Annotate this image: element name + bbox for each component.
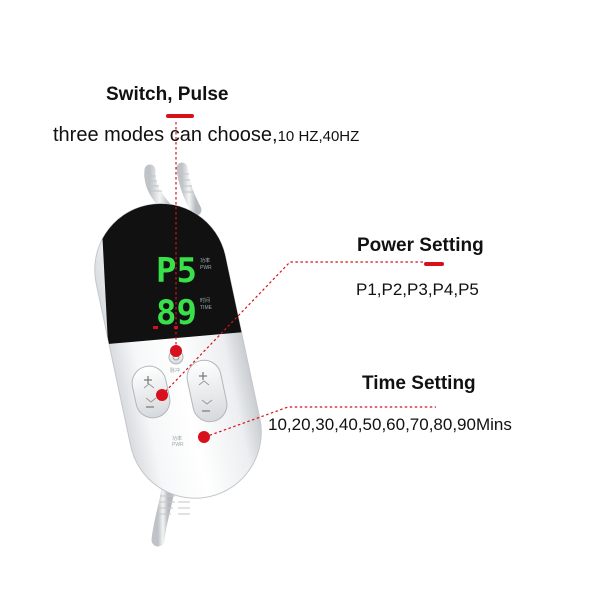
switch-title-underline (166, 114, 194, 118)
indicator-led-left (153, 326, 158, 329)
power-callout-dot (156, 389, 168, 401)
power-label-cn: 功率 (200, 257, 210, 264)
switch-pulse-title: Switch, Pulse (106, 84, 229, 105)
power-callout-line (161, 261, 424, 396)
controller-buttons: 脉冲 功率 PWR (129, 349, 230, 448)
power-label-en: PWR (200, 265, 212, 271)
pwr-label-cn: 功率 (172, 435, 182, 442)
power-title-underline (424, 262, 444, 266)
plus-icon-left (144, 376, 152, 384)
pulse-label-cn: 脉冲 (170, 367, 180, 374)
switch-pulse-desc-freq: 10 HZ,40HZ (277, 128, 360, 145)
switch-callout-dot (170, 345, 182, 357)
chevron-up-icon-right (198, 380, 210, 386)
time-setting-title: Time Setting (362, 373, 476, 394)
power-setting-desc: P1,P2,P3,P4,P5 (356, 280, 479, 299)
power-setting-title: Power Setting (357, 235, 484, 256)
pwr-label-en: PWR (172, 442, 184, 448)
chevron-up-icon-left (143, 383, 155, 389)
time-setting-desc: 10,20,30,40,50,60,70,80,90Mins (268, 415, 512, 434)
plus-icon-right (199, 372, 207, 380)
time-label-en: TIME (200, 305, 213, 311)
callout-lines (161, 122, 436, 438)
chevron-down-icon-right (201, 399, 213, 405)
switch-pulse-desc: three modes can choose,10 HZ,40HZ (53, 124, 359, 147)
time-rocker-left[interactable] (129, 363, 173, 421)
switch-pulse-desc-main: three modes can choose, (53, 124, 278, 146)
time-callout-dot (198, 431, 210, 443)
chevron-down-icon-left (145, 397, 157, 403)
time-callout-line (204, 406, 436, 438)
time-label-cn: 时间 (200, 297, 210, 304)
power-rocker-right[interactable] (184, 357, 230, 425)
